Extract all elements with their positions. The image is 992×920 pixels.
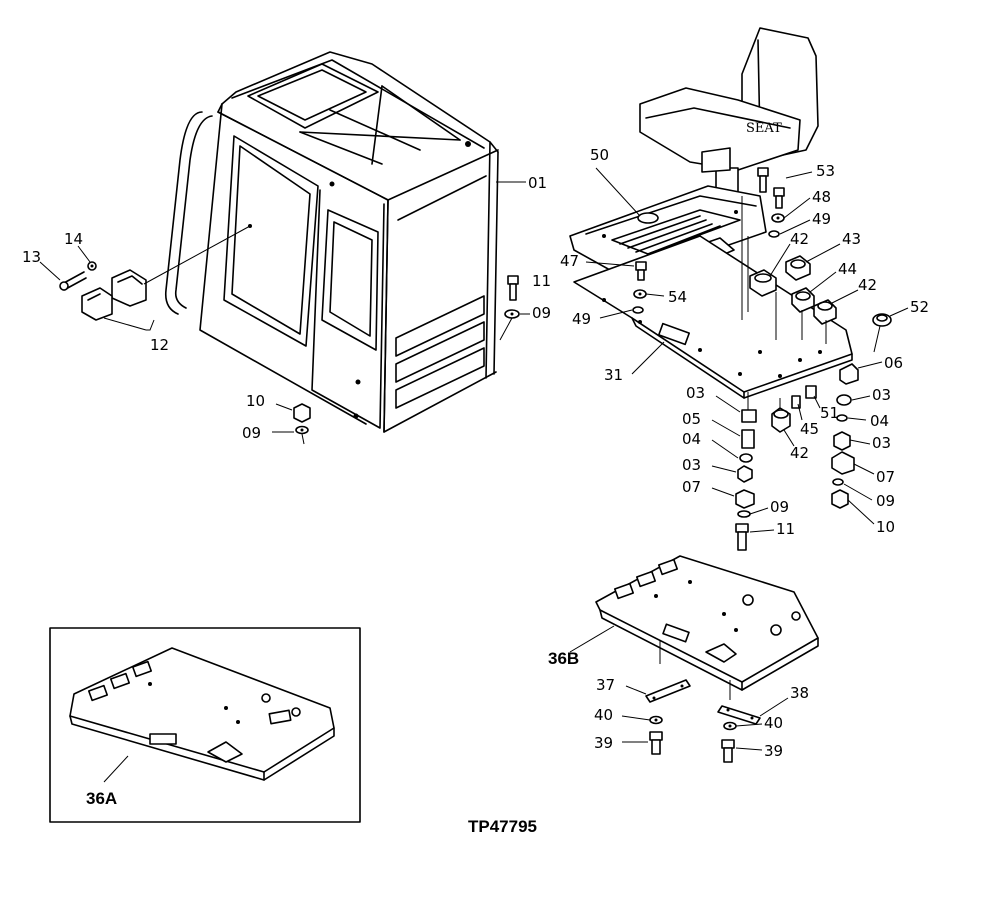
callout-48: 48 bbox=[812, 188, 831, 206]
callout-03c: 03 bbox=[682, 456, 701, 474]
bolt-11-washer-09 bbox=[499, 275, 530, 341]
callout-37: 37 bbox=[596, 676, 615, 694]
callout-38: 38 bbox=[790, 684, 809, 702]
callout-10: 10 bbox=[246, 392, 265, 410]
mount-block-group bbox=[39, 225, 251, 331]
callout-05: 05 bbox=[682, 410, 701, 428]
callout-01: 01 bbox=[528, 174, 547, 192]
callout-09: 09 bbox=[532, 304, 551, 322]
callout-36A: 36A bbox=[86, 789, 117, 808]
callout-42a: 42 bbox=[790, 230, 809, 248]
callout-44: 44 bbox=[838, 260, 857, 278]
callout-14: 14 bbox=[64, 230, 83, 248]
callout-04a: 04 bbox=[682, 430, 701, 448]
callout-49b: 49 bbox=[572, 310, 591, 328]
callout-39b: 39 bbox=[764, 742, 783, 760]
seat-hardware bbox=[585, 167, 909, 353]
callout-43: 43 bbox=[842, 230, 861, 248]
plate-36B bbox=[569, 555, 819, 700]
callout-03b: 03 bbox=[872, 386, 891, 404]
callout-10b: 10 bbox=[876, 518, 895, 536]
callout-42c: 42 bbox=[790, 444, 809, 462]
seat-label: SEAT bbox=[746, 121, 782, 136]
callout-03d: 03 bbox=[872, 434, 891, 452]
callout-07a: 07 bbox=[682, 478, 701, 496]
left-mount-stack bbox=[711, 392, 775, 551]
middle-mount-stack bbox=[771, 385, 821, 447]
callout-51: 51 bbox=[820, 404, 839, 422]
callout-45: 45 bbox=[800, 420, 819, 438]
callout-42b: 42 bbox=[858, 276, 877, 294]
callout-04b: 04 bbox=[870, 412, 889, 430]
callout-13: 13 bbox=[22, 248, 41, 266]
callout-31: 31 bbox=[604, 366, 623, 384]
callout-11b: 11 bbox=[776, 520, 795, 538]
callout-11: 11 bbox=[532, 272, 551, 290]
callout-06: 06 bbox=[884, 354, 903, 372]
callout-54: 54 bbox=[668, 288, 687, 306]
callout-07b: 07 bbox=[876, 468, 895, 486]
callout-47: 47 bbox=[560, 252, 579, 270]
callout-09c: 09 bbox=[770, 498, 789, 516]
callout-09d: 09 bbox=[876, 492, 895, 510]
seat: SEAT bbox=[639, 27, 819, 199]
callout-52: 52 bbox=[910, 298, 929, 316]
callout-53: 53 bbox=[816, 162, 835, 180]
inset-36A bbox=[49, 627, 361, 823]
callout-49: 49 bbox=[812, 210, 831, 228]
callout-12: 12 bbox=[150, 336, 169, 354]
cab-assembly bbox=[164, 51, 526, 433]
plate-hardware bbox=[621, 679, 789, 763]
callout-40b: 40 bbox=[764, 714, 783, 732]
callout-03a: 03 bbox=[686, 384, 705, 402]
right-mount-stack bbox=[831, 361, 883, 525]
callout-40a: 40 bbox=[594, 706, 613, 724]
callout-09b: 09 bbox=[242, 424, 261, 442]
callout-50: 50 bbox=[590, 146, 609, 164]
diagram-id: TP47795 bbox=[468, 817, 537, 836]
nut-10-washer-09 bbox=[272, 403, 311, 445]
callout-36B: 36B bbox=[548, 649, 579, 668]
callout-39a: 39 bbox=[594, 734, 613, 752]
